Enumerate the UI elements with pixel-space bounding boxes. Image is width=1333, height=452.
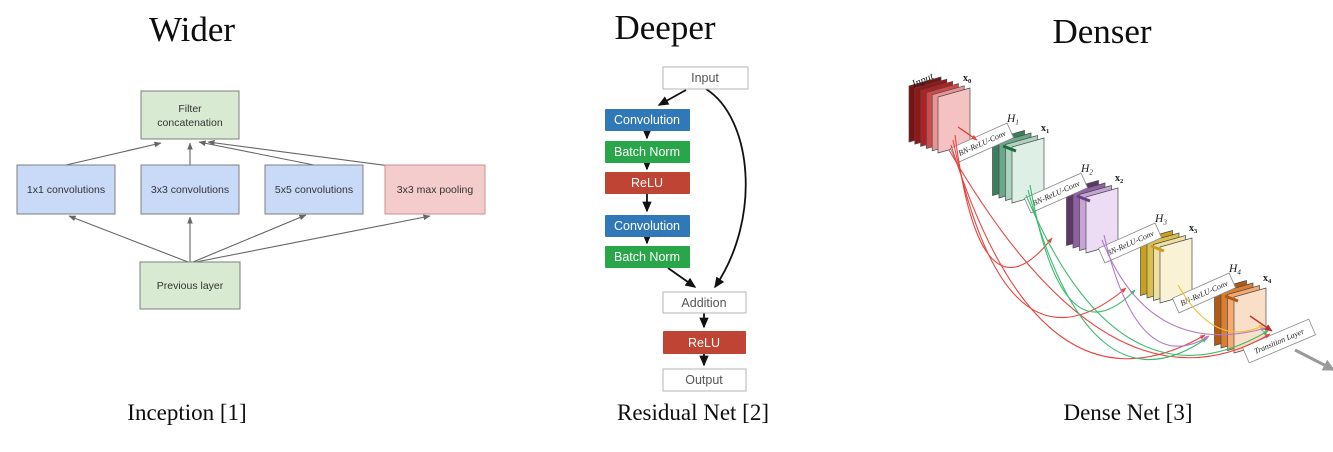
filter-label-line2: concatenation [157,117,223,129]
connector-arrow [957,126,978,141]
skip-arc-green [1025,194,1269,356]
filter-label-line1: Filter [178,103,202,115]
h4-label: H4 [1228,263,1241,277]
filter-concatenation-box: Filter concatenation [140,90,240,140]
x1-label: x1 [1041,123,1049,135]
batch-norm-label-1: Batch Norm [614,145,680,159]
conv-1x1-label: 1x1 convolutions [27,184,105,196]
arrow [192,214,307,263]
skip-arc-red [950,144,1206,360]
arrow [195,214,431,263]
previous-layer-box: Previous layer [139,261,241,310]
x4-label: x4 [1263,273,1272,285]
connector [1150,244,1165,253]
h1-label: H1 [1006,113,1019,127]
arrow [657,89,687,106]
output-label: Output [685,373,723,387]
arrow [68,215,189,263]
arrow [207,140,399,168]
relu-box-2: ReLU [663,331,746,354]
x3-label: x3 [1189,223,1198,235]
skip-arc-purple [1101,239,1267,336]
conv-5x5-box: 5x5 convolutions [264,164,364,215]
batch-norm-label-2: Batch Norm [614,250,680,264]
inception-diagram: Filter concatenation 1x1 convolutions 3x… [16,90,486,310]
conv-1x1-box: 1x1 convolutions [16,164,116,215]
skip-connection-arrow [705,88,747,289]
arrow [198,140,315,166]
caption-residual-net: Residual Net [2] [616,400,769,425]
connector [1076,194,1091,203]
convolution-label-1: Convolution [614,113,680,127]
input-stack [908,76,971,154]
output-box: Output [662,368,747,392]
max-pooling-label: 3x3 max pooling [397,184,474,196]
dense-connectors [957,126,1333,372]
batch-norm-box-1: Batch Norm [605,141,690,163]
panel-title-wider: Wider [148,10,236,49]
x1-stack [992,130,1045,204]
inception-arrows [65,140,431,263]
max-pooling-box: 3x3 max pooling [384,164,486,215]
caption-dense-net: Dense Net [3] [1063,400,1193,425]
connector [1002,144,1017,153]
input-label: Input [691,71,719,85]
skip-arc-purple [1103,234,1210,347]
addition-box: Addition [662,291,747,314]
convolution-box-2: Convolution [605,215,690,237]
skip-arc-red [952,139,1127,318]
arrow [65,141,162,166]
arrow [667,267,697,288]
convolution-label-2: Convolution [614,219,680,233]
connector [1224,294,1239,303]
convolution-box-1: Convolution [605,109,690,131]
transition-input-arrow [1249,315,1273,332]
dense-diagram: BN-ReLU-Conv BN-ReLU-Conv BN-ReLU-Conv B… [908,71,1333,372]
panel-title-deeper: Deeper [614,8,716,47]
dense-skip-arcs [948,134,1271,361]
conv-5x5-label: 5x5 convolutions [275,184,353,196]
residual-arrows [642,88,747,367]
relu-box-1: ReLU [605,172,690,194]
relu-label-1: ReLU [631,176,663,190]
x0-label: x0 [963,73,971,85]
conv-3x3-box: 3x3 convolutions [140,164,240,215]
h3-label: H3 [1154,213,1167,227]
panel-title-denser: Denser [1052,12,1152,51]
skip-arc-red [948,149,1271,359]
residual-diagram: Input Convolution Batch Norm ReLU Convol… [605,66,749,392]
addition-label: Addition [681,296,726,310]
h2-label: H2 [1080,163,1093,177]
relu-label-2: ReLU [688,336,720,350]
skip-arc-green [1027,189,1208,361]
transition-output-arrow [1294,348,1333,372]
previous-layer-label: Previous layer [157,280,224,292]
input-box: Input [662,66,749,90]
caption-inception: Inception [1] [127,400,247,425]
skip-arc-yellow [1177,284,1265,333]
batch-norm-box-2: Batch Norm [605,246,690,268]
conv-3x3-label: 3x3 convolutions [151,184,229,196]
x2-label: x2 [1115,173,1123,185]
